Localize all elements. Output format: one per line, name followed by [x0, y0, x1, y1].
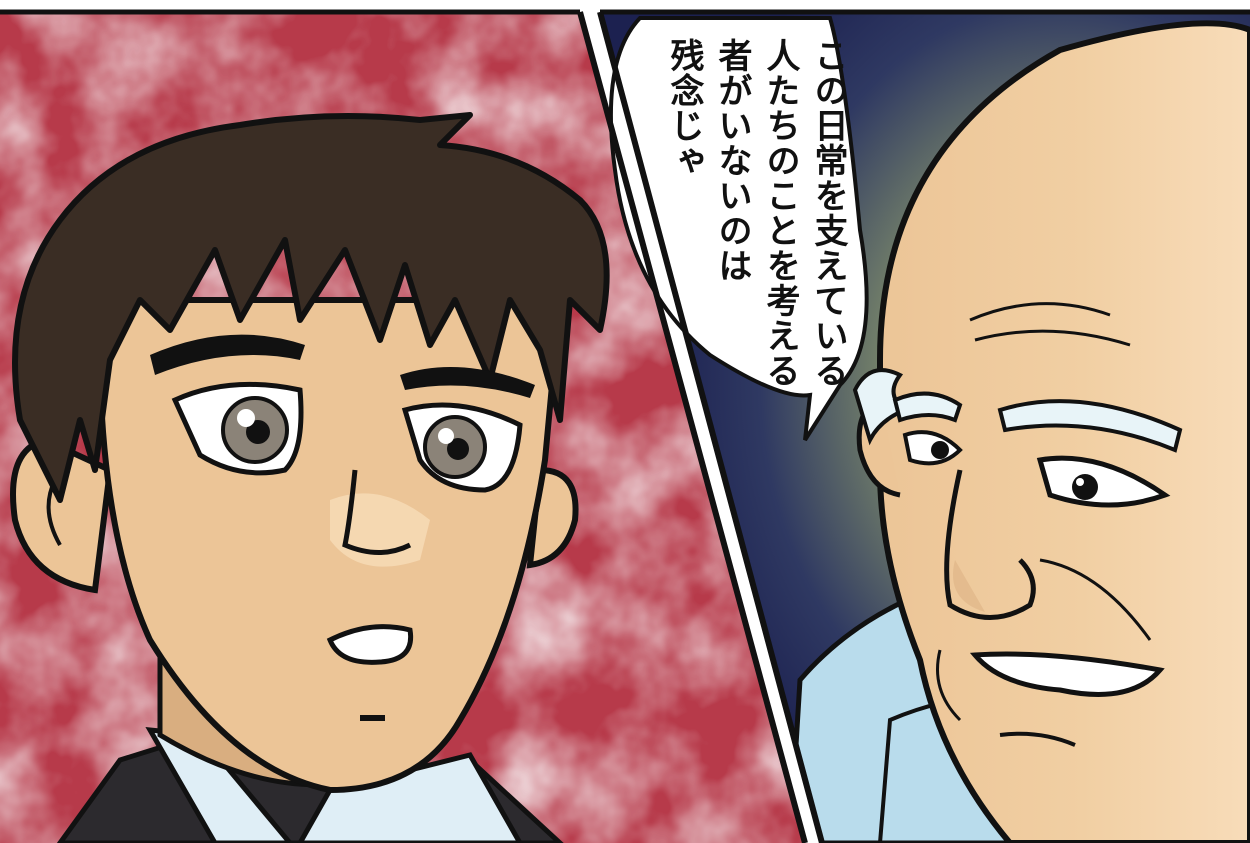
speech-line-4: 残念じゃ	[664, 38, 704, 178]
speech-line-1: この日常を支えている	[808, 38, 848, 388]
young-man-eyes	[171, 381, 523, 493]
young-man-mouth	[326, 624, 414, 665]
young-man-hair	[12, 112, 610, 503]
speech-line-2: 人たちのことを考える	[760, 38, 800, 388]
speech-bubble-text: この日常を支えている 人たちのことを考える 者がいないのは 残念じゃ	[660, 38, 852, 388]
speech-bubble	[608, 16, 869, 442]
old-man-eyes	[902, 430, 1171, 508]
speech-line-3: 者がいないのは	[712, 38, 752, 283]
old-man-mouth	[969, 651, 1165, 697]
